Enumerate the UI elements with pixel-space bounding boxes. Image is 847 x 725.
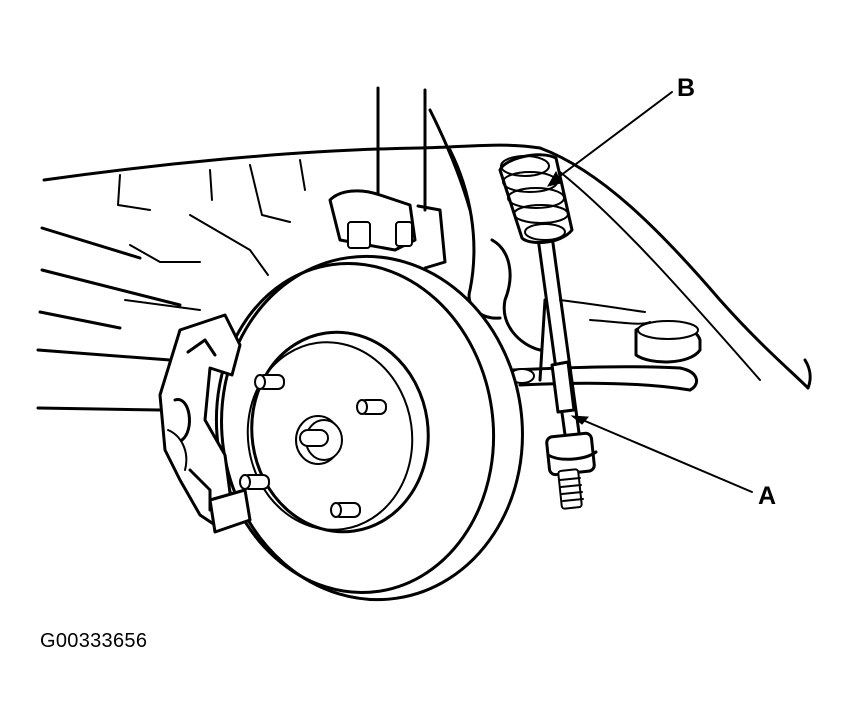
tie-rod-boot	[498, 153, 574, 244]
brake-rotor	[214, 254, 524, 602]
wheel-stud	[356, 399, 387, 415]
wheel-stud	[330, 502, 361, 518]
caliper-bracket	[158, 313, 252, 534]
figure-code: G00333656	[40, 630, 148, 652]
strut-assembly	[328, 86, 542, 352]
leader-line-b	[551, 91, 673, 183]
leader-arrow-b	[546, 170, 562, 187]
vehicle-body-outline	[36, 143, 812, 412]
wheel-stud	[239, 474, 270, 490]
callout-label-b: B	[677, 74, 696, 102]
callout-label-a: A	[758, 482, 777, 510]
wheel-stud	[254, 374, 285, 390]
leader-line-a	[577, 417, 753, 493]
leader-arrow-a	[570, 415, 590, 425]
tie-rod	[536, 234, 598, 510]
lower-control-arm	[508, 299, 702, 392]
wheel-hub	[239, 374, 387, 518]
